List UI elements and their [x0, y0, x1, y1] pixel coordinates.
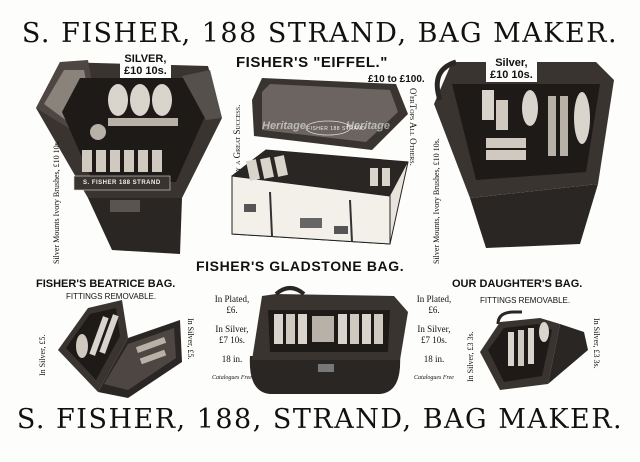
gladstone-right-plated-label: In Plated,: [416, 294, 452, 304]
bottom-headline: S. FISHER, 188, STRAND, BAG MAKER.: [16, 404, 624, 435]
right-bag-price-badge: Silver, £10 10s.: [486, 56, 537, 82]
beatrice-subtitle: FITTINGS REMOVABLE.: [66, 292, 157, 301]
left-bag-price-badge: SILVER, £10 10s.: [120, 52, 171, 78]
gladstone-right-price-block: In Plated, £6. In Silver, £7 10s. 18 in.…: [410, 294, 458, 384]
left-bag-badge-line2: £10 10s.: [124, 65, 167, 77]
gladstone-left-silver-value: £7 10s.: [218, 335, 245, 345]
gladstone-right-plated-value: £6.: [428, 305, 440, 315]
gladstone-right-catalogue: Catalogues Free: [414, 375, 454, 381]
right-bag-badge-line2: £10 10s.: [490, 69, 533, 81]
daughter-title: OUR DAUGHTER'S BAG.: [452, 278, 583, 290]
gladstone-right-silver-label: In Silver,: [417, 324, 451, 334]
left-bag-nameplate: S. FISHER 188 STRAND: [83, 180, 161, 186]
eiffel-title: FISHER'S "EIFFEL.": [236, 54, 388, 71]
right-bag-badge-line1: Silver,: [495, 57, 528, 69]
watermark-text: Heritage: [346, 120, 391, 132]
gladstone-right-size: 18 in.: [423, 354, 445, 364]
daughter-subtitle: FITTINGS REMOVABLE.: [480, 296, 571, 305]
watermark-text: Heritage: [262, 120, 307, 132]
beatrice-title: FISHER'S BEATRICE BAG.: [36, 278, 176, 290]
top-headline: S. FISHER, 188 STRAND, BAG MAKER.: [21, 18, 619, 49]
gladstone-left-size: 18 in.: [221, 354, 243, 364]
gladstone-title: FISHER'S GLADSTONE BAG.: [196, 258, 405, 274]
eiffel-right-side-text: O'erTops All Others.: [408, 88, 418, 166]
beatrice-side-price-right: In Silver, £5.: [186, 318, 195, 360]
gladstone-left-plated-label: In Plated,: [214, 294, 250, 304]
eiffel-bag-label: FISHER 188 STRAND: [307, 126, 366, 132]
eiffel-price-range: £10 to £100.: [368, 74, 425, 85]
left-bag-badge-line1: SILVER,: [124, 53, 167, 65]
gladstone-left-price-block: In Plated, £6. In Silver, £7 10s. 18 in.…: [208, 294, 256, 384]
gladstone-left-catalogue: Catalogues Free: [212, 375, 252, 381]
daughter-side-price-right: In Silver, £3 3s.: [592, 318, 601, 369]
gladstone-left-plated-value: £6.: [226, 305, 238, 315]
gladstone-right-silver-value: £7 10s.: [420, 335, 447, 345]
gladstone-left-silver-label: In Silver,: [215, 324, 249, 334]
